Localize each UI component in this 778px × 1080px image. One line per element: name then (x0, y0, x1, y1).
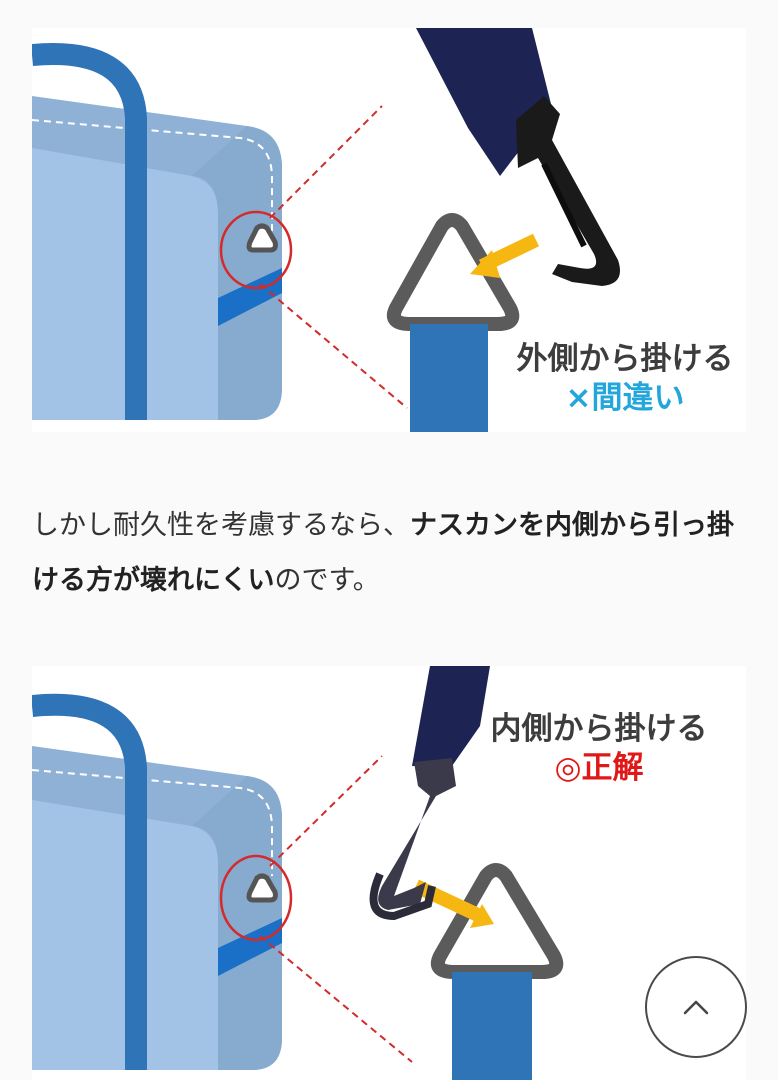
explanation-paragraph: しかし耐久性を考慮するなら、ナスカンを内側から引っ掛ける方が壊れにくいのです。 (32, 498, 752, 608)
chevron-up-icon (683, 1000, 709, 1015)
paragraph-text-plain-1: しかし耐久性を考慮するなら、 (32, 510, 410, 541)
verdict-correct-label: ◎正解 (554, 749, 644, 786)
paragraph-text-plain-2: のです。 (274, 565, 380, 596)
bag-hook-diagram-inside (32, 666, 564, 1080)
caption-main-text: 内側から掛ける (490, 711, 708, 747)
illustration-wrong-hook-method: 外側から掛ける ×間違い (32, 28, 746, 432)
caption-correct: 内側から掛ける ◎正解 (484, 710, 714, 788)
verdict-wrong-label: ×間違い (565, 379, 685, 416)
bag-hook-diagram-outside (32, 28, 620, 432)
caption-main-text: 外側から掛ける (516, 341, 734, 377)
paragraph-text-bold: ナスカンを内側から引っ掛ける方が壊れにくい (32, 510, 734, 596)
caption-wrong: 外側から掛ける ×間違い (510, 340, 740, 418)
scroll-to-top-button[interactable] (645, 956, 747, 1058)
illustration-correct-hook-method: 内側から掛ける ◎正解 (32, 666, 746, 1080)
